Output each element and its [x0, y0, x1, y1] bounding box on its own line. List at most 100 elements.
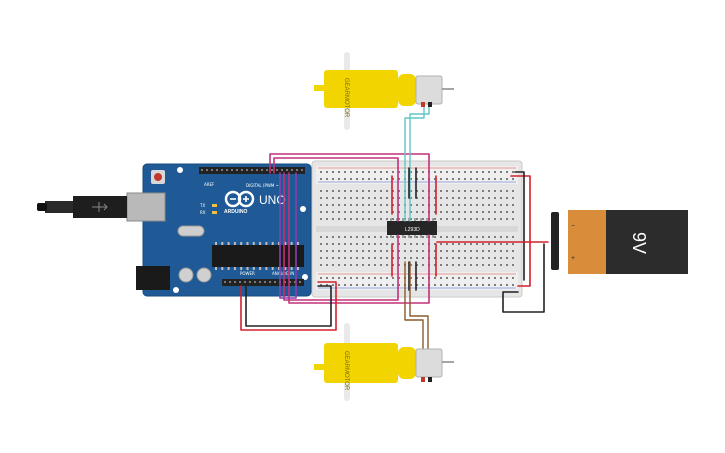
breadboard-hole: [332, 204, 334, 206]
breadboard-hole: [452, 197, 454, 199]
breadboard-hole: [392, 243, 394, 245]
dc-power-jack[interactable]: [136, 266, 170, 290]
analog-power-pin-header[interactable]: [222, 279, 304, 286]
breadboard-hole: [416, 264, 418, 266]
wire-magenta[interactable]: [269, 153, 430, 222]
breadboard-hole: [440, 178, 442, 180]
wire-magenta[interactable]: [288, 172, 430, 304]
reset-button-cap[interactable]: [154, 173, 162, 181]
breadboard-hole: [482, 190, 484, 192]
mcu-pin: [215, 242, 217, 245]
wire-red-5v[interactable]: [240, 281, 337, 331]
breadboard-hole: [470, 277, 472, 279]
breadboard-hole: [386, 218, 388, 220]
breadboard-hole: [410, 197, 412, 199]
header-pin: [231, 169, 233, 171]
breadboard-hole: [422, 257, 424, 259]
wire-brown[interactable]: [404, 261, 424, 351]
header-pin: [236, 169, 238, 171]
chip-leg: [414, 218, 416, 221]
wire-teal[interactable]: [404, 103, 425, 222]
wire-brown[interactable]: [409, 261, 429, 351]
breadboard-hole: [416, 204, 418, 206]
chip-leg: [432, 235, 434, 238]
microcontroller-chip: [212, 245, 304, 267]
mcu-pin: [221, 242, 224, 245]
gearmotor-top[interactable]: GEARMOTOR: [314, 52, 454, 130]
mcu-pin: [290, 242, 293, 245]
breadboard-hole: [410, 243, 412, 245]
breadboard-hole: [458, 218, 460, 220]
wire-teal[interactable]: [409, 103, 430, 222]
breadboard-hole: [506, 204, 508, 206]
breadboard-hole: [386, 264, 388, 266]
breadboard-hole: [392, 250, 394, 252]
breadboard-hole: [410, 204, 412, 206]
breadboard-hole: [320, 190, 322, 192]
gearmotor-bottom[interactable]: GEARMOTOR: [314, 323, 454, 401]
breadboard-hole: [368, 178, 370, 180]
breadboard-hole: [512, 171, 514, 173]
breadboard-hole: [452, 204, 454, 206]
mcu-pin: [240, 267, 243, 270]
breadboard-hole: [338, 284, 340, 286]
breadboard-hole: [350, 236, 352, 238]
wire-magenta[interactable]: [273, 157, 399, 222]
breadboard-hole: [494, 211, 496, 213]
wire-magenta[interactable]: [283, 172, 399, 301]
breadboard-hole: [398, 218, 400, 220]
breadboard-hole: [416, 243, 418, 245]
breadboard-hole: [452, 190, 454, 192]
arduino-uno-board[interactable]: ARDUINO UNO DIGITAL (PWM ~) POWER ANALOG…: [37, 163, 312, 297]
breadboard-hole: [494, 243, 496, 245]
breadboard-hole: [374, 171, 376, 173]
breadboard-hole: [350, 250, 352, 252]
breadboard-hole: [338, 218, 340, 220]
breadboard-hole: [362, 171, 364, 173]
breadboard-hole: [338, 204, 340, 206]
crystal-oscillator: [177, 225, 205, 237]
breadboard-hole: [398, 204, 400, 206]
chip-leg: [420, 235, 422, 238]
wire-red-rail[interactable]: [510, 175, 531, 287]
usb-port[interactable]: [126, 192, 166, 222]
breadboard-hole: [464, 284, 466, 286]
breadboard-hole: [506, 218, 508, 220]
chip-leg: [420, 218, 422, 221]
breadboard-hole: [482, 171, 484, 173]
rx-led: [212, 211, 217, 214]
usb-cable: [45, 201, 73, 213]
header-pin: [259, 281, 261, 283]
breadboard-hole: [326, 243, 328, 245]
battery-clip[interactable]: [551, 212, 559, 270]
breadboard-hole: [470, 204, 472, 206]
breadboard-hole: [512, 197, 514, 199]
motor-top-label: GEARMOTOR: [343, 78, 349, 118]
breadboard-hole: [500, 250, 502, 252]
breadboard-hole: [332, 250, 334, 252]
chip-leg: [426, 235, 428, 238]
breadboard-hole: [398, 171, 400, 173]
wire-black-gnd[interactable]: [245, 285, 332, 327]
mcu-pin: [252, 242, 255, 245]
l293d-chip[interactable]: L293D: [387, 218, 437, 238]
breadboard-hole: [374, 277, 376, 279]
battery-9v[interactable]: 9V − +: [551, 210, 688, 274]
breadboard-hole: [320, 236, 322, 238]
breadboard-hole: [422, 197, 424, 199]
breadboard-hole: [368, 211, 370, 213]
header-pin: [296, 169, 298, 171]
breadboard-hole: [338, 171, 340, 173]
breadboard-hole: [368, 218, 370, 220]
breadboard-hole: [386, 250, 388, 252]
breadboard-hole: [374, 264, 376, 266]
wire-black-rail[interactable]: [514, 171, 525, 281]
breadboard-hole: [380, 204, 382, 206]
wire-black-battery[interactable]: [502, 243, 545, 313]
header-pin: [206, 169, 208, 171]
wire-purple[interactable]: [279, 172, 297, 299]
breadboard-hole: [374, 211, 376, 213]
mcu-pin: [221, 267, 224, 270]
breadboard-hole: [326, 171, 328, 173]
